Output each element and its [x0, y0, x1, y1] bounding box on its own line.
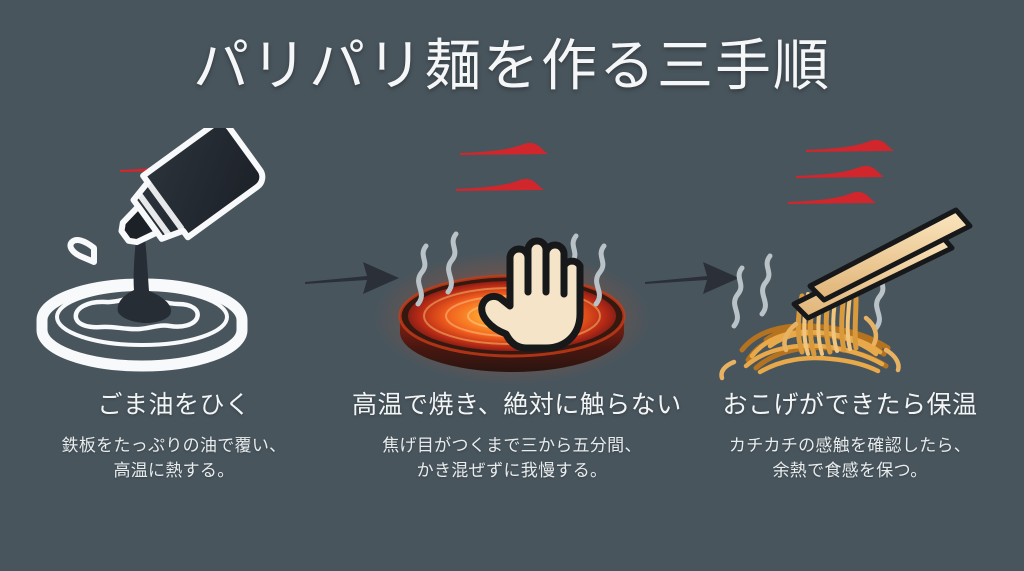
step-panel-3: おこげができたら保温 カチカチの感触を確認したら、 余熱で食感を保つ。: [690, 128, 1010, 523]
step-2-heading: 高温で焼き、絶対に触らない: [352, 392, 682, 419]
step-1-captions: ごま油をひく 鉄板をたっぷりの油で覆い、 高温に熱する。: [14, 390, 334, 483]
step-3-description-line-1: カチカチの感触を確認したら、: [728, 436, 972, 455]
step-3-heading: おこげができたら保温: [722, 392, 978, 419]
step-3-description-line-2: 余熱で食感を保つ。: [772, 461, 928, 480]
step-1-heading: ごま油をひく: [97, 392, 251, 419]
oil-bottle-pouring-on-griddle-icon: [14, 128, 334, 390]
step-1-description-line-1: 鉄板をたっぷりの油で覆い、: [61, 436, 287, 455]
step1-to-step2-arrow: [305, 255, 401, 301]
step-2-description-line-1: 焦げ目がつくまで三から五分間、: [382, 436, 642, 455]
step-2-description: 焦げ目がつくまで三から五分間、 かき混ぜずに我慢する。: [352, 433, 672, 483]
step-panel-1: ごま油をひく 鉄板をたっぷりの油で覆い、 高温に熱する。: [14, 128, 334, 523]
step2-to-step3-arrow: [645, 255, 741, 301]
step-3-captions: おこげができたら保温 カチカチの感触を確認したら、 余熱で食感を保つ。: [690, 390, 1010, 483]
step-panel-2: 高温で焼き、絶対に触らない 焦げ目がつくまで三から五分間、 かき混ぜずに我慢する…: [352, 128, 682, 523]
step-2-description-line-2: かき混ぜずに我慢する。: [416, 461, 608, 480]
step-2-captions: 高温で焼き、絶対に触らない 焦げ目がつくまで三から五分間、 かき混ぜずに我慢する…: [352, 390, 682, 483]
accent-mark-group-step3: [788, 138, 898, 221]
step-1-description-line-2: 高温に熱する。: [113, 461, 235, 480]
step-1-description: 鉄板をたっぷりの油で覆い、 高温に熱する。: [14, 433, 334, 483]
step-3-description: カチカチの感触を確認したら、 余熱で食感を保つ。: [690, 433, 1010, 483]
chopsticks-lifting-crispy-noodles-icon: [690, 128, 1010, 390]
page-title: パリパリ麺を作る三手順: [193, 36, 831, 98]
hot-griddle-with-stop-hand-icon: [352, 128, 672, 390]
steps-container: ごま油をひく 鉄板をたっぷりの油で覆い、 高温に熱する。: [0, 128, 1024, 523]
accent-mark-group-step2: [456, 140, 556, 207]
